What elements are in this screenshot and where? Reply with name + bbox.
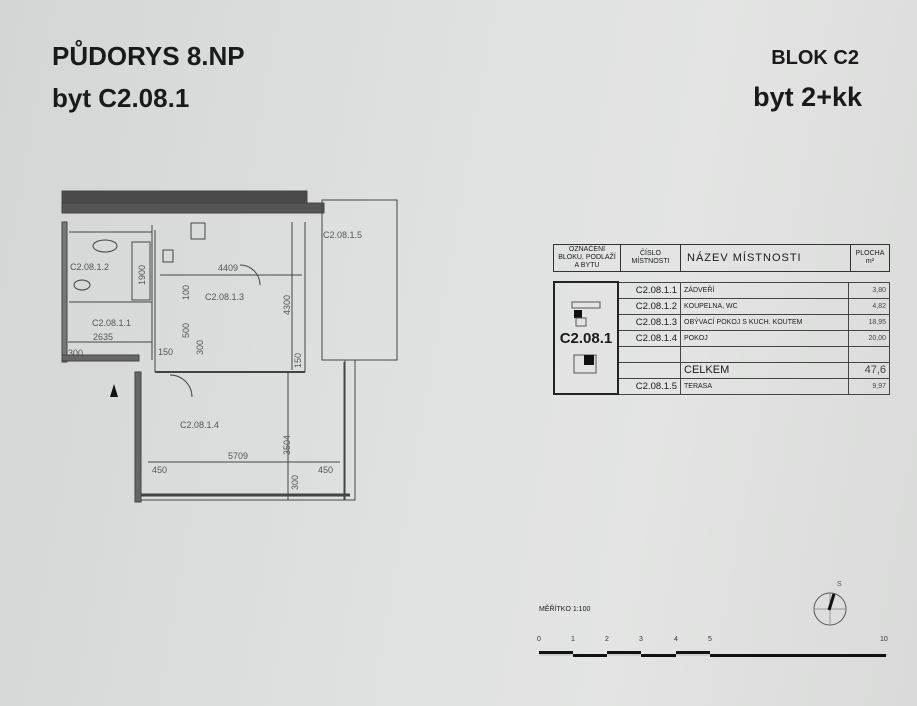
apartment-cell: C2.08.1 bbox=[553, 281, 619, 395]
dimension: 2635 bbox=[93, 332, 113, 342]
room-table: C2.08.1 C2.08.1.1 ZÁDVEŘÍ 3,80 C2.08.1.2… bbox=[553, 281, 890, 395]
col-name: NÁZEV MÍSTNOSTI bbox=[680, 244, 851, 272]
block-label: BLOK C2 bbox=[771, 47, 859, 69]
unit-title: byt C2.08.1 bbox=[52, 83, 190, 113]
apartment-thumbnail bbox=[571, 301, 601, 326]
col-number: ČÍSLO MÍSTNOSTI bbox=[620, 244, 681, 272]
dimension: 300 bbox=[68, 348, 83, 358]
sink bbox=[162, 249, 174, 263]
room-table-header: OZNAČENÍ BLOKU, PODLAŽÍ A BYTU ČÍSLO MÍS… bbox=[553, 244, 890, 272]
scale-bar bbox=[539, 651, 888, 657]
room-name: POKOJ bbox=[680, 329, 849, 347]
table-row: C2.08.1 C2.08.1.1 ZÁDVEŘÍ 3,80 bbox=[553, 281, 890, 395]
room-label: C2.08.1.4 bbox=[180, 420, 219, 430]
entrance-arrow-icon bbox=[110, 384, 118, 397]
dimension: 300 bbox=[195, 340, 205, 355]
north-arrow-icon: S bbox=[813, 581, 847, 626]
room-name: TERASA bbox=[680, 377, 849, 395]
total-area: 47,6 bbox=[848, 361, 890, 379]
room-name: KOUPELNA, WC bbox=[680, 297, 849, 315]
scale-tick: 10 bbox=[880, 636, 888, 643]
room-label: C2.08.1.5 bbox=[323, 230, 362, 240]
col-block: OZNAČENÍ BLOKU, PODLAŽÍ A BYTU bbox=[553, 244, 621, 272]
room-label: C2.08.1.2 bbox=[70, 262, 109, 272]
dimension: 300 bbox=[290, 475, 300, 490]
room-name: ZÁDVEŘÍ bbox=[680, 281, 849, 299]
wall-north bbox=[61, 190, 308, 204]
room-area: 20,00 bbox=[848, 329, 890, 347]
apartment-id: C2.08.1 bbox=[559, 329, 613, 347]
unit-type: byt 2+kk bbox=[753, 82, 862, 112]
scale-tick: 5 bbox=[708, 636, 712, 643]
dimension: 500 bbox=[181, 323, 191, 338]
dimension: 1900 bbox=[137, 265, 147, 285]
cooktop bbox=[190, 222, 206, 240]
washbasin bbox=[92, 239, 118, 253]
room-number: C2.08.1.4 bbox=[617, 329, 681, 347]
dimension: 5709 bbox=[228, 451, 248, 461]
scale-label: MĚŘÍTKO 1:100 bbox=[539, 606, 591, 613]
terrace-outline bbox=[321, 199, 398, 361]
room-number: C2.08.1.3 bbox=[617, 313, 681, 331]
wall-north-inner bbox=[61, 202, 325, 214]
room-area: 4,82 bbox=[848, 297, 890, 315]
dimension: 100 bbox=[181, 285, 191, 300]
room-area: 3,80 bbox=[848, 281, 890, 299]
room-number: C2.08.1.2 bbox=[617, 297, 681, 315]
dimension: 150 bbox=[158, 347, 173, 357]
page-title: PŮDORYS 8.NP bbox=[52, 41, 245, 71]
room-label: C2.08.1.1 bbox=[92, 318, 131, 328]
col-area: PLOCHA m² bbox=[850, 244, 890, 272]
total-label: CELKEM bbox=[680, 361, 849, 379]
scale-tick: 2 bbox=[605, 636, 609, 643]
room-area: 9,97 bbox=[848, 377, 890, 395]
dimension: 4300 bbox=[282, 295, 292, 315]
room-name: OBÝVACÍ POKOJ S KUCH. KOUTEM bbox=[680, 313, 849, 331]
room-number: C2.08.1.5 bbox=[617, 377, 681, 395]
north-label: S bbox=[837, 581, 842, 588]
toilet bbox=[73, 279, 91, 291]
scale-tick: 1 bbox=[571, 636, 575, 643]
room-area: 18,95 bbox=[848, 313, 890, 331]
room-label: C2.08.1.3 bbox=[205, 292, 244, 302]
room-number: C2.08.1.1 bbox=[617, 281, 681, 299]
dimension: 4409 bbox=[218, 263, 238, 273]
dimension: 450 bbox=[152, 465, 167, 475]
scale-tick: 3 bbox=[639, 636, 643, 643]
scale-tick: 0 bbox=[537, 636, 541, 643]
apartment-thumbnail bbox=[573, 354, 597, 373]
scale-tick: 4 bbox=[674, 636, 678, 643]
dimension: 150 bbox=[293, 353, 303, 368]
dimension: 3504 bbox=[282, 435, 292, 455]
dimension: 450 bbox=[318, 465, 333, 475]
